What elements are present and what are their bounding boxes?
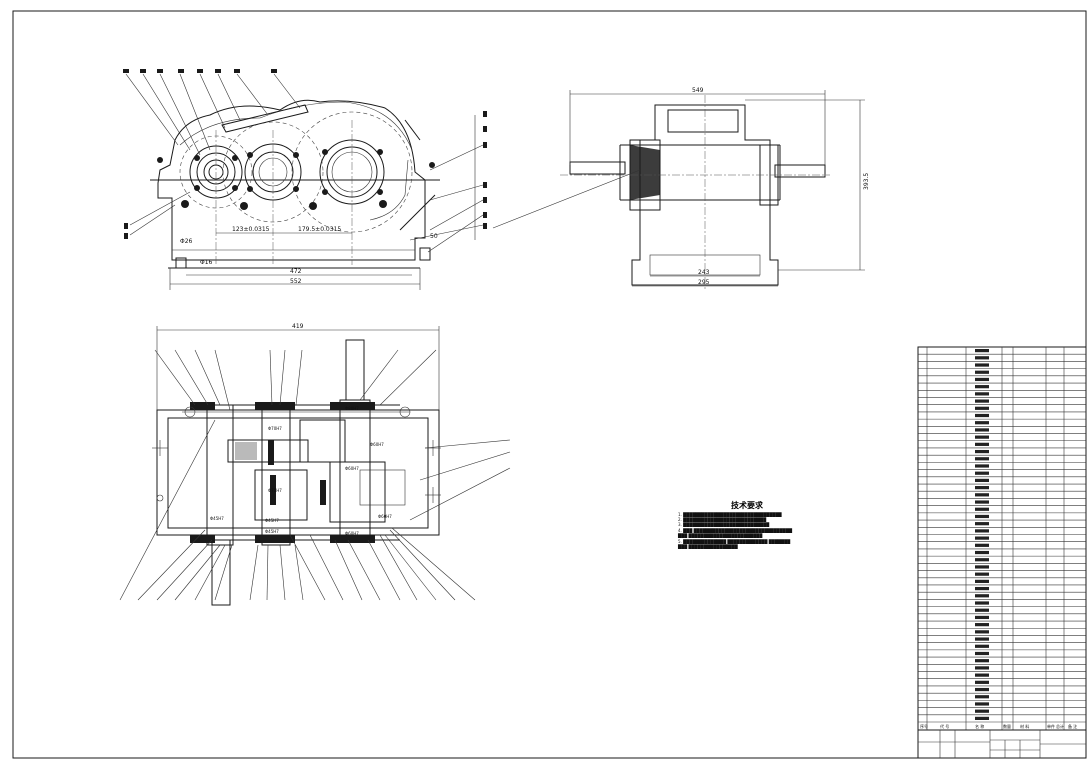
bom-row-mark [975, 413, 989, 418]
bom-row-mark [975, 608, 989, 612]
bom-row-mark [975, 659, 989, 663]
bom-row-mark [975, 651, 989, 656]
bom-row-mark [975, 630, 989, 634]
bom-row-mark [975, 349, 989, 353]
bom-row-mark [975, 702, 989, 706]
bom-row-mark [975, 673, 989, 677]
bom-row-mark [975, 615, 989, 620]
header-material: 材 料 [1020, 723, 1029, 729]
tech-req-line-3: 3. ████████████████████████████ [678, 522, 770, 527]
fit-9: Φ45H7 [265, 529, 279, 534]
bom-row-mark [975, 449, 989, 454]
bom-row-mark [975, 594, 989, 598]
bom-row-mark [975, 507, 989, 511]
bom-row-mark [975, 565, 989, 569]
fit-5: Φ75H7 [268, 488, 282, 493]
dim-side-small: 50 [430, 233, 438, 240]
tech-req-line-1: 1. ████████████████████████████████ [678, 512, 782, 517]
dim-height: 393.5 [863, 173, 870, 190]
bom-row-mark [975, 529, 989, 533]
bom-row-mark [975, 385, 989, 389]
bom-row-mark [975, 572, 989, 576]
bom-row-mark [975, 716, 989, 720]
fit-3: Φ70H7 [268, 426, 282, 431]
header-total: 总计 [1056, 723, 1064, 729]
tech-req-line-5: ███ ████████████████████████ [677, 533, 763, 538]
tech-req-line-7: ███ ████████████████ [677, 544, 739, 549]
sheet-border [12, 10, 1087, 759]
bom-row-mark [975, 421, 989, 425]
bom-row-mark [975, 666, 989, 670]
bom-row-mark [975, 399, 989, 403]
side-view: 549 393.5 243 295 [492, 87, 870, 290]
technical-requirements: 技术要求 1. ████████████████████████████████… [677, 500, 793, 549]
tech-req-line-4: 4. ███ ████████████████████████████████ [678, 528, 793, 533]
bom-row-mark [975, 514, 989, 519]
bom-row-mark [975, 363, 989, 367]
bom-row-mark [975, 586, 989, 591]
bom-row-mark [975, 522, 989, 526]
bom-row-mark [975, 536, 989, 540]
fit-4: Φ60H7 [345, 466, 359, 471]
bom-row-mark [975, 543, 989, 547]
fit-7: Φ60H7 [345, 531, 359, 536]
header-name: 名 称 [975, 723, 984, 729]
bom-row-mark [975, 680, 989, 684]
fit-6: Φ60H7 [378, 514, 392, 519]
dim-center-2: 179.5±0.0315 [298, 226, 341, 233]
bom-row-mark [975, 623, 989, 627]
dim-base-outer: 295 [698, 279, 710, 286]
header-code: 代 号 [940, 723, 949, 729]
bom-row-mark [975, 493, 989, 497]
bom-row-mark [975, 428, 989, 432]
fit-1: Φ80H7 [345, 406, 359, 411]
dim-base-inner: 243 [698, 269, 710, 276]
dim-width-inner: 472 [290, 268, 302, 275]
bom-row-mark [975, 579, 989, 583]
bom-row-mark [975, 558, 989, 562]
bom-row-mark [975, 695, 989, 699]
dim-section-overall: 419 [292, 323, 304, 330]
dim-foot: Φ26 [180, 238, 193, 245]
header-seq: 序号 [920, 723, 928, 729]
dim-center-1: 123±0.0315 [232, 226, 270, 233]
bom-row-mark [975, 550, 989, 555]
dim-overall-width: 549 [692, 87, 704, 94]
dim-width-outer: 552 [290, 278, 302, 285]
bom-row-mark [975, 478, 989, 483]
tech-req-title: 技术要求 [731, 500, 764, 510]
bom-row-mark [975, 644, 989, 648]
bom-row-mark [975, 709, 989, 713]
fit-8: Φ45H7 [265, 518, 279, 523]
tech-req-line-6: 5. ██████████████ █████████████ ███████ [678, 539, 791, 544]
bom-row-mark [975, 457, 989, 461]
bom-row-mark [975, 392, 989, 396]
bom-row-mark [975, 471, 989, 475]
bom-row-mark [975, 442, 989, 446]
bom-row-mark [975, 464, 989, 468]
bom-row-mark [975, 687, 989, 692]
fit-10: Φ45H7 [210, 516, 224, 521]
front-view: 123±0.0315 179.5±0.0315 472 552 Φ26 Φ16 … [123, 69, 487, 290]
bom-row-mark [975, 486, 989, 490]
bom-row-mark [975, 500, 989, 504]
bom-row-mark [975, 601, 989, 605]
bom-row-mark [975, 637, 989, 641]
bom-row-mark [975, 406, 989, 410]
section-view: 419 Φ80H7 Φ60H7 Φ70H7 Φ60H7 Φ75H7 Φ60H7 … [119, 323, 511, 606]
fit-2: Φ60H7 [370, 442, 384, 447]
bom-row-mark [975, 377, 989, 382]
dim-foot-small: Φ16 [200, 259, 213, 266]
bom-row-mark [975, 370, 989, 374]
bom-row-mark [975, 356, 989, 360]
bom-row-mark [975, 435, 989, 439]
header-remark: 备 注 [1068, 723, 1077, 729]
header-unit: 单件 [1047, 723, 1055, 729]
bill-of-materials: 序号 代 号 名 称 数量 材 料 单件 总计 备 注 [917, 346, 1087, 759]
header-qty: 数量 [1003, 723, 1011, 729]
tech-req-line-2: 2. ███████████████████████████ [678, 517, 767, 522]
